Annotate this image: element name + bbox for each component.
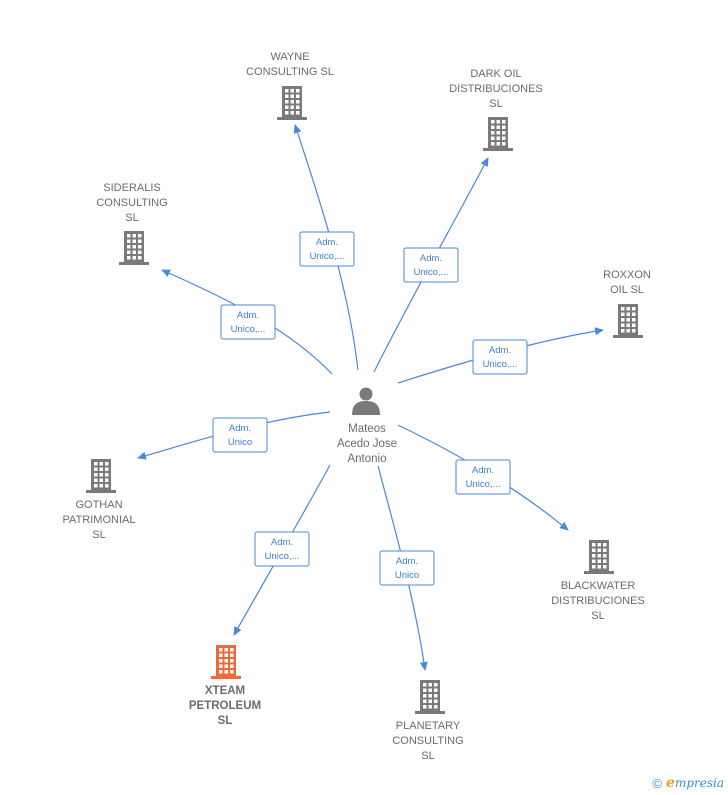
edge-label-box (254, 531, 310, 567)
company-name-line: CONSULTING (96, 197, 167, 209)
company-name-line: PATRIMONIAL (63, 514, 136, 526)
company-name-line: SL (489, 98, 502, 110)
building-icon (613, 304, 643, 338)
edge-label-box (403, 247, 459, 283)
company-name-line: PETROLEUM (189, 700, 261, 712)
edge-label-xteam[interactable]: Adm. Unico,... (254, 531, 310, 567)
company-name-line: CONSULTING (392, 735, 463, 747)
company-name-line: SL (591, 610, 604, 622)
edge-label-text: Unico (228, 437, 252, 448)
company-name-line: CONSULTING SL (246, 66, 334, 78)
brand-logo: empresia (666, 775, 724, 791)
company-name-line: SIDERALIS (103, 182, 160, 194)
edge-label-text: Unico,... (231, 324, 266, 335)
edge-label-box (299, 231, 355, 267)
company-name-line: DISTRIBUCIONES (449, 83, 543, 95)
edge-label-planetary[interactable]: Adm. Unico (379, 550, 435, 586)
company-node-wayne[interactable]: WAYNE CONSULTING SL (246, 51, 334, 120)
company-name-line: DISTRIBUCIONES (551, 595, 645, 607)
edge-label-box (455, 459, 511, 495)
edge-label-wayne[interactable]: Adm. Unico,... (299, 231, 355, 267)
company-name-line: PLANETARY (396, 720, 461, 732)
edge-label-box (379, 550, 435, 586)
person-icon (352, 387, 380, 415)
edge-label-text: Unico,... (414, 267, 449, 278)
company-node-dark-oil[interactable]: DARK OIL DISTRIBUCIONES SL (449, 68, 543, 151)
edge-label-text: Unico,... (483, 359, 518, 370)
edge-label-roxxon[interactable]: Adm. Unico,... (472, 339, 528, 375)
building-icon (119, 231, 149, 265)
person-name-line: Antonio (347, 453, 386, 465)
building-icon (211, 645, 241, 679)
company-node-xteam[interactable]: XTEAM PETROLEUM SL (189, 645, 261, 727)
company-name-line: WAYNE (270, 51, 309, 63)
building-icon (86, 459, 116, 493)
edge-label-text: Adm. (237, 310, 259, 321)
building-icon (277, 86, 307, 120)
edge-label-gothan[interactable]: Adm. Unico (212, 417, 268, 453)
person-name-line: Acedo Jose (337, 438, 397, 450)
edge-label-text: Unico,... (466, 479, 501, 490)
company-name-line: XTEAM (205, 685, 245, 697)
company-name-line: ROXXON (603, 269, 651, 281)
edge-label-text: Unico,... (265, 551, 300, 562)
building-icon (415, 680, 445, 714)
copyright-symbol: © (652, 775, 663, 791)
company-node-gothan[interactable]: GOTHAN PATRIMONIAL SL (63, 459, 136, 541)
building-icon (584, 540, 614, 574)
edge-label-box (472, 339, 528, 375)
edge-label-blackwater[interactable]: Adm. Unico,... (455, 459, 511, 495)
edge-label-text: Adm. (396, 556, 418, 567)
company-name-line: SL (125, 212, 138, 224)
edge-label-box (212, 417, 268, 453)
company-node-roxxon[interactable]: ROXXON OIL SL (603, 269, 651, 338)
edge-label-text: Adm. (472, 465, 494, 476)
company-name-line: SL (218, 715, 233, 727)
edge-label-box (220, 304, 276, 340)
company-name-line: SL (92, 529, 105, 541)
brand-footer: © empresia (652, 775, 724, 791)
person-name-line: Mateos (348, 423, 386, 435)
edge-label-text: Unico (395, 570, 419, 581)
company-name-line: DARK OIL (470, 68, 521, 80)
company-name-line: SL (421, 750, 434, 762)
edge-label-text: Adm. (229, 423, 251, 434)
company-name-line: GOTHAN (75, 499, 122, 511)
edge-label-text: Adm. (420, 253, 442, 264)
company-node-planetary[interactable]: PLANETARY CONSULTING SL (392, 680, 464, 762)
company-name-line: BLACKWATER (561, 580, 636, 592)
building-icon (483, 117, 513, 151)
edge-label-text: Adm. (489, 345, 511, 356)
company-node-sideralis[interactable]: SIDERALIS CONSULTING SL (96, 182, 168, 265)
edge-label-text: Unico,... (310, 251, 345, 262)
edge-label-text: Adm. (316, 237, 338, 248)
company-name-line: OIL SL (610, 284, 644, 296)
edge-label-dark-oil[interactable]: Adm. Unico,... (403, 247, 459, 283)
edge-label-text: Adm. (271, 537, 293, 548)
company-node-blackwater[interactable]: BLACKWATER DISTRIBUCIONES SL (551, 540, 645, 622)
edge-label-sideralis[interactable]: Adm. Unico,... (220, 304, 276, 340)
